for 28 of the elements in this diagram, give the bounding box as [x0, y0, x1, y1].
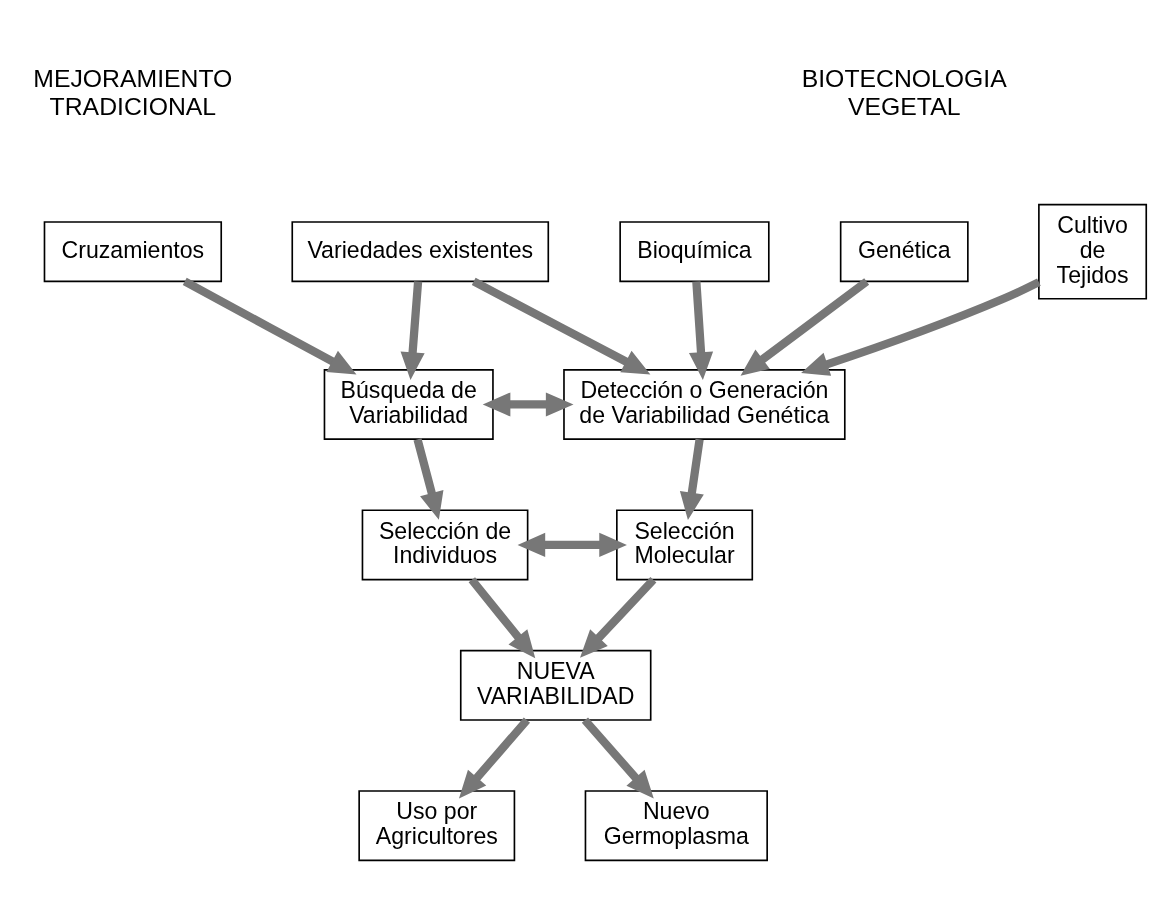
node-box: Uso por Agricultores	[358, 789, 516, 861]
node-box: Nuevo Germoplasma	[584, 789, 768, 861]
node-box: Variedades existentes	[291, 220, 550, 282]
node-box: Cultivo de Tejidos	[1038, 203, 1148, 300]
label: MEJORAMIENTO TRADICIONAL	[33, 64, 233, 120]
arrow	[413, 437, 444, 520]
node-box: Cruzamientos	[43, 220, 223, 282]
arrow	[182, 277, 357, 375]
label: BIOTECNOLOGIA VEGETAL	[801, 64, 1007, 120]
arrow	[580, 576, 657, 658]
arrow	[517, 532, 627, 557]
arrow	[679, 438, 704, 520]
node-box: Bioquímica	[619, 220, 770, 282]
node-box: Selección Molecular	[616, 508, 754, 580]
arrow	[400, 280, 425, 380]
node-box: NUEVA VARIABILIDAD	[459, 649, 652, 721]
node-box: Genética	[839, 220, 969, 282]
arrow	[482, 391, 574, 417]
arrow	[688, 280, 714, 380]
arrow	[471, 277, 651, 374]
arrow	[801, 277, 1041, 376]
node-box: Selección de Individuos	[361, 508, 529, 580]
arrow	[740, 277, 870, 376]
node-box: Búsqueda de Variabilidad	[323, 368, 494, 440]
arrow	[581, 716, 654, 798]
arrow	[458, 716, 531, 798]
node-box: Detección o Generación de Variabilidad Genética	[563, 368, 846, 440]
arrow	[468, 576, 536, 658]
